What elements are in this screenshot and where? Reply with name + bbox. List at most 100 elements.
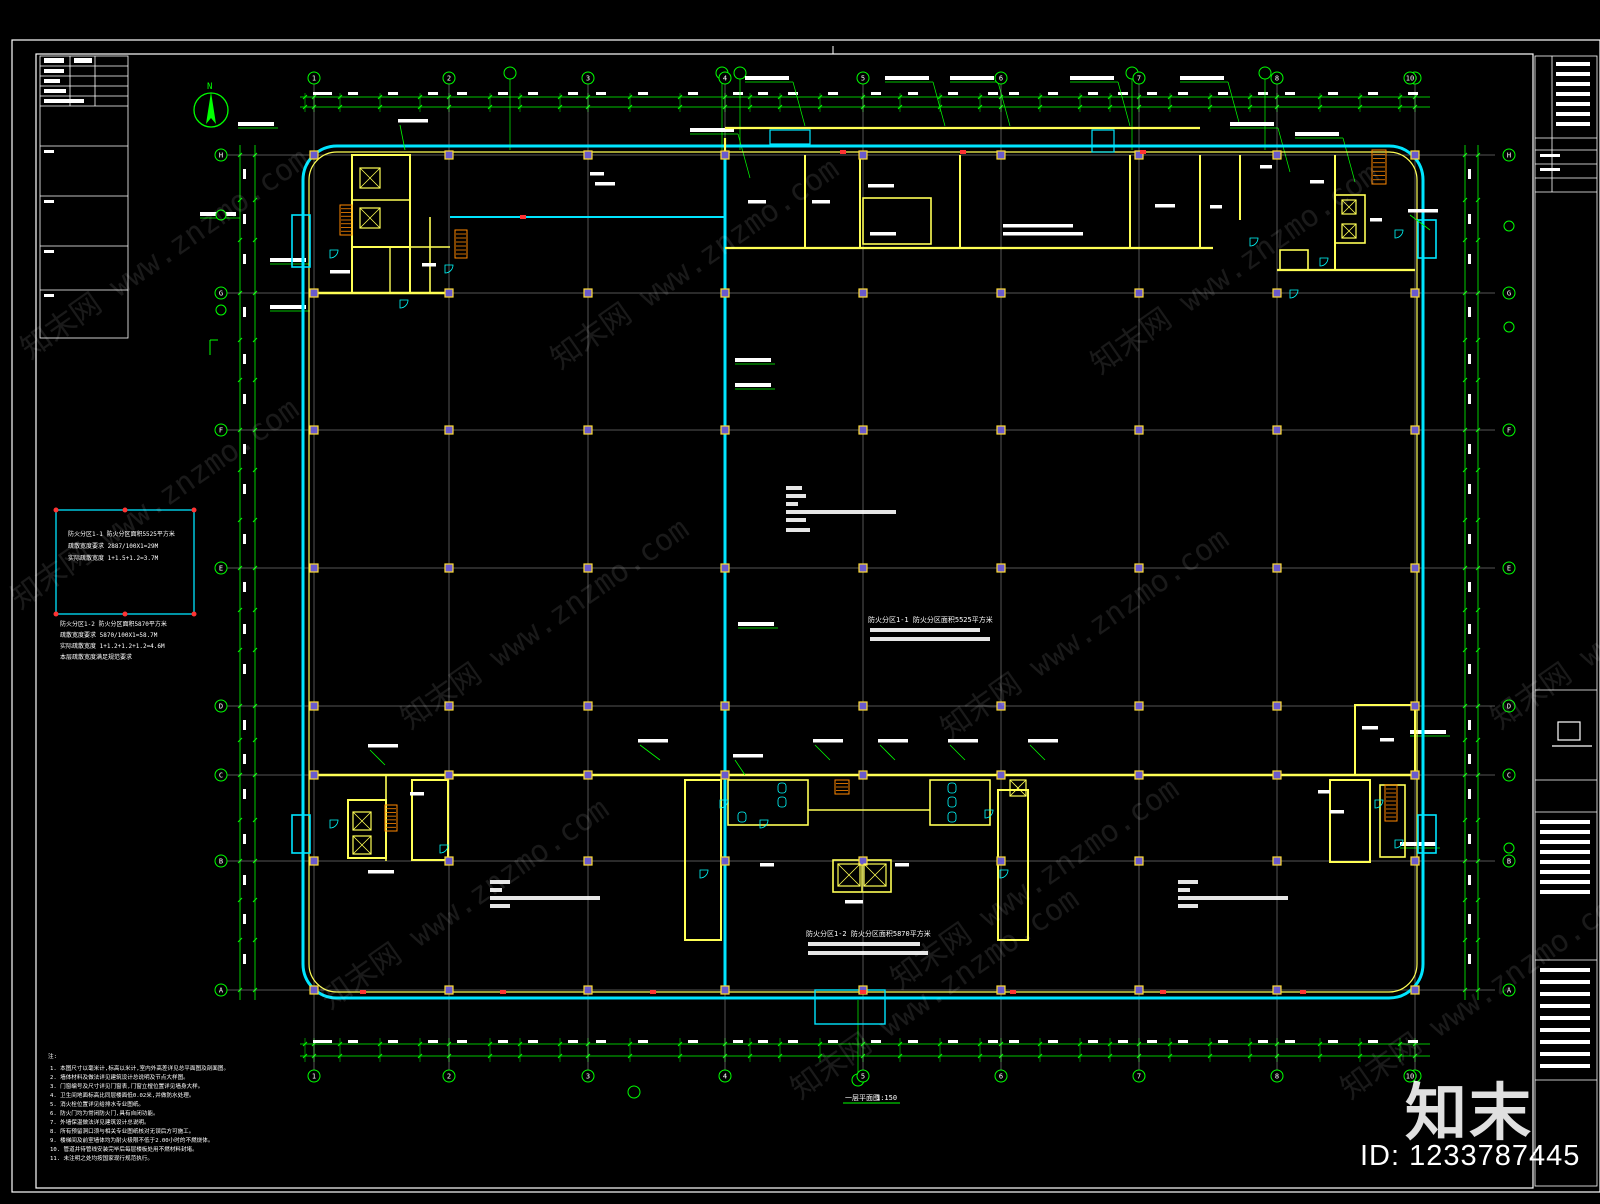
fire-zone-2-label: 防火分区1-2 防火分区面积5870平方米 bbox=[806, 929, 931, 938]
column bbox=[858, 425, 868, 435]
column bbox=[583, 985, 593, 995]
axis-label: 3 bbox=[586, 1073, 590, 1081]
axis-bubble bbox=[1502, 854, 1516, 868]
note-8: 8. 所有预留洞口须与相关专业图纸核对无误后方可施工。 bbox=[50, 1127, 194, 1135]
elevator-5 bbox=[837, 863, 861, 887]
axis-bubble bbox=[1132, 1069, 1146, 1083]
axis-label: H bbox=[219, 152, 223, 160]
column bbox=[996, 150, 1006, 160]
column bbox=[1272, 770, 1282, 780]
axis-label: 10 bbox=[1406, 1073, 1414, 1081]
axis-bubble bbox=[994, 1069, 1008, 1083]
axis-label: D bbox=[219, 703, 223, 711]
column bbox=[996, 985, 1006, 995]
column bbox=[996, 425, 1006, 435]
axis-bubble bbox=[214, 148, 228, 162]
column bbox=[1410, 425, 1420, 435]
axis-sub-bubble bbox=[1503, 220, 1515, 232]
column bbox=[1272, 985, 1282, 995]
axis-label: G bbox=[1507, 290, 1511, 298]
axis-label: B bbox=[219, 858, 223, 866]
note-3: 3. 门窗编号及尺寸详见门窗表,门窗立樘位置详见墙身大样。 bbox=[50, 1082, 203, 1090]
column bbox=[1134, 288, 1144, 298]
axis-bubble bbox=[1502, 768, 1516, 782]
column bbox=[583, 150, 593, 160]
fire-zone-1-label: 防火分区1-1 防火分区面积5525平方米 bbox=[868, 615, 993, 624]
note-6: 6. 防火门均为常闭防火门,具有自闭功能。 bbox=[50, 1109, 159, 1117]
fire-zone-1-text: 防火分区1-1 防火分区面积5525平方米 bbox=[868, 615, 993, 624]
legend-box-line-2: 疏散宽度要求 2887/100X1=29M bbox=[68, 542, 159, 550]
axis-bubble bbox=[442, 71, 456, 85]
column bbox=[309, 856, 319, 866]
elevator-1 bbox=[359, 167, 381, 189]
column bbox=[996, 701, 1006, 711]
column bbox=[996, 856, 1006, 866]
revision-table bbox=[39, 55, 129, 339]
axis-bubble bbox=[718, 71, 732, 85]
axis-bubble bbox=[581, 1069, 595, 1083]
columns bbox=[309, 150, 1420, 995]
column bbox=[309, 985, 319, 995]
column bbox=[720, 563, 730, 573]
axis-bubble bbox=[214, 983, 228, 997]
legend-text-line-1: 防火分区1-2 防火分区面积5870平方米 bbox=[60, 620, 167, 628]
axis-bubble bbox=[214, 561, 228, 575]
column bbox=[1272, 150, 1282, 160]
column bbox=[583, 701, 593, 711]
curtain-wall-outline bbox=[301, 144, 1425, 1000]
general-notes: 注: 1. 本图尺寸以毫米计,标高以米计,室内外高差详见总平面图及剖面图。 2.… bbox=[48, 1052, 229, 1162]
axis-bubble bbox=[307, 71, 321, 85]
axis-bubble bbox=[1502, 286, 1516, 300]
axis-label: 2 bbox=[447, 1073, 451, 1081]
axis-label: 4 bbox=[723, 1073, 727, 1081]
note-5: 5. 消火栓位置详见给排水专业图纸。 bbox=[50, 1100, 144, 1108]
column bbox=[1410, 701, 1420, 711]
note-7: 7. 外墙保温做法详见建筑设计总说明。 bbox=[50, 1118, 150, 1126]
column bbox=[583, 288, 593, 298]
column bbox=[720, 701, 730, 711]
axis-bubble bbox=[1502, 699, 1516, 713]
column bbox=[996, 563, 1006, 573]
axis-label: 1 bbox=[312, 75, 316, 83]
column bbox=[309, 563, 319, 573]
column bbox=[858, 150, 868, 160]
column bbox=[1272, 856, 1282, 866]
column bbox=[1272, 701, 1282, 711]
axis-bubble bbox=[856, 71, 870, 85]
drawing-scale-text: 1:150 bbox=[876, 1094, 897, 1102]
stair-top-right bbox=[1371, 149, 1387, 185]
axis-bubble bbox=[581, 71, 595, 85]
stair-bottom-right bbox=[1384, 784, 1398, 822]
column bbox=[444, 425, 454, 435]
axis-bubble bbox=[214, 699, 228, 713]
sheet-inner-frame bbox=[35, 53, 1534, 1189]
note-9: 9. 楼梯间及前室墙体均为耐火极限不低于2.00小时的不燃烧体。 bbox=[50, 1136, 213, 1144]
column bbox=[1272, 425, 1282, 435]
column bbox=[1272, 563, 1282, 573]
drawing-title-text: 一层平面图 bbox=[845, 1094, 880, 1102]
legend-text-line-3: 实际疏散宽度 1+1.2+1.2+1.2=4.6M bbox=[60, 642, 165, 650]
elevator-8 bbox=[1341, 223, 1357, 239]
axis-bubble bbox=[1403, 71, 1417, 85]
elevator-7 bbox=[1341, 199, 1357, 215]
column bbox=[1134, 701, 1144, 711]
axis-bubble bbox=[856, 1069, 870, 1083]
axis-bubble bbox=[1270, 71, 1284, 85]
axis-label: C bbox=[1507, 772, 1511, 780]
elevator-4 bbox=[352, 835, 372, 855]
column bbox=[720, 856, 730, 866]
stair-bottom-center bbox=[834, 779, 850, 795]
stair-bottom-left bbox=[384, 804, 398, 832]
axis-bubble bbox=[994, 71, 1008, 85]
axis-bubble bbox=[1132, 71, 1146, 85]
axis-bubble bbox=[1502, 148, 1516, 162]
note-4: 4. 卫生间地面标高比同层楼面低0.02米,并做防水处理。 bbox=[50, 1091, 194, 1099]
axis-label: E bbox=[219, 565, 223, 573]
elevator-9 bbox=[1009, 779, 1027, 797]
axis-label: 8 bbox=[1275, 1073, 1279, 1081]
column bbox=[1410, 770, 1420, 780]
column bbox=[309, 288, 319, 298]
axis-label: 8 bbox=[1275, 75, 1279, 83]
column bbox=[1134, 563, 1144, 573]
